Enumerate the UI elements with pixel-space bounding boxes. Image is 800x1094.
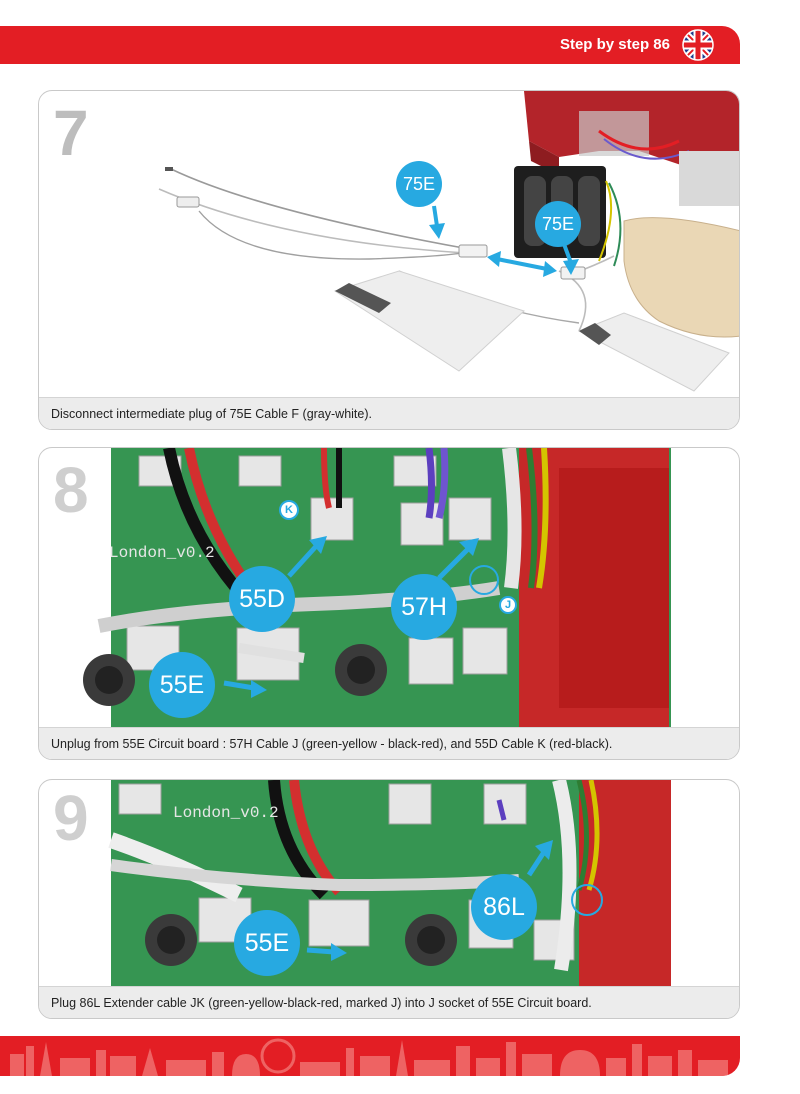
- board-label: London_v0.2: [109, 544, 215, 562]
- board-name: London: [173, 804, 231, 822]
- step-9-caption: Plug 86L Extender cable JK (green-yellow…: [39, 986, 739, 1018]
- callout-75e-upper: 75E: [396, 161, 442, 207]
- marker-k: K: [279, 500, 299, 520]
- callout-75e-lower: 75E: [535, 201, 581, 247]
- callout-55d: 55D: [229, 566, 295, 632]
- step-number: 7: [53, 97, 89, 169]
- step-8-panel: 8 London_v0.2 K J 55D 57H 55E Unplug fro…: [38, 447, 740, 760]
- step-9-illustration: [108, 780, 671, 988]
- callout-86l: 86L: [471, 874, 537, 940]
- step-9-panel: 9 London_v0.2 86L 55E Plug 86L Extender …: [38, 779, 740, 1019]
- board-name: London: [109, 544, 167, 562]
- board-version: _v0.2: [166, 544, 215, 562]
- step-8-illustration: [83, 448, 671, 729]
- uk-flag-icon: [682, 29, 714, 61]
- callout-57h: 57H: [391, 574, 457, 640]
- step-7-illustration: [158, 91, 739, 392]
- step-number: 8: [53, 454, 89, 526]
- callout-55e: 55E: [234, 910, 300, 976]
- page-title: Step by step 86: [559, 36, 670, 53]
- board-label: London_v0.2: [173, 804, 279, 822]
- callout-55e: 55E: [149, 652, 215, 718]
- footer-bar: [0, 1036, 740, 1076]
- step-number: 9: [53, 782, 89, 854]
- header-bar: Step by step 86: [0, 26, 740, 64]
- step-7-panel: 7: [38, 90, 740, 430]
- step-7-caption: Disconnect intermediate plug of 75E Cabl…: [39, 397, 739, 429]
- marker-j: J: [499, 596, 517, 614]
- london-skyline-icon: [10, 1038, 728, 1076]
- step-8-caption: Unplug from 55E Circuit board : 57H Cabl…: [39, 727, 739, 759]
- board-version: _v0.2: [230, 804, 279, 822]
